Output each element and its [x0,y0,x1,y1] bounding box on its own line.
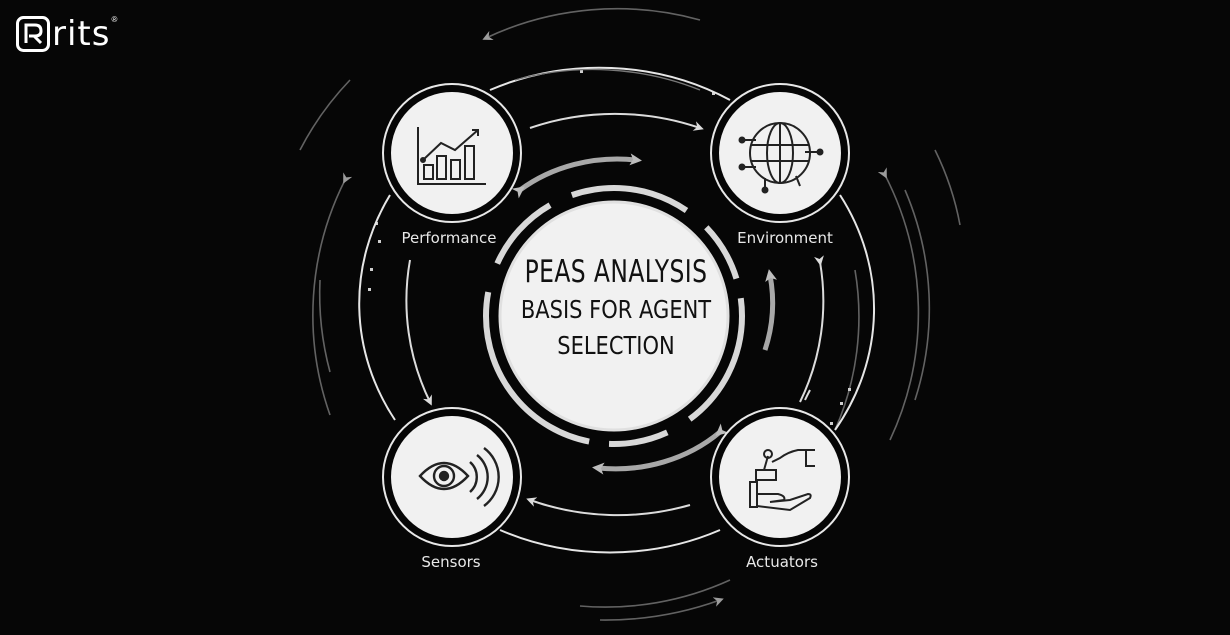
node-label-performance: Performance [401,229,497,247]
performance-node [382,83,522,223]
center-subtitle-line1: BASIS FOR AGENT [520,295,712,324]
hand-joystick-icon [749,449,815,512]
decorative-dots [368,70,851,425]
center-text: PEAS ANALYSIS BASIS FOR AGENT SELECTION [498,252,734,364]
center-subtitle-line2: SELECTION [557,331,675,360]
node-label-actuators: Actuators [746,553,818,571]
outer-decorative-arcs [299,7,961,621]
cycle-arrows [405,112,825,517]
eye-signal-icon [418,447,500,507]
center-title: PEAS ANALYSIS [524,254,708,290]
node-label-sensors: Sensors [421,553,481,571]
sensors-node [382,407,522,547]
main-ring [358,66,876,554]
brand-mark-icon [16,16,50,52]
registered-mark: ® [111,15,118,24]
actuators-node [710,407,850,547]
growth-chart-icon [417,127,486,185]
node-label-environment: Environment [737,229,833,247]
environment-node [710,83,850,223]
circuit-globe-icon [738,122,824,194]
center-hub [483,185,745,447]
brand-logo: rits ® [16,16,117,52]
brand-name: rits [52,14,111,54]
inner-gray-arrows [511,153,778,475]
